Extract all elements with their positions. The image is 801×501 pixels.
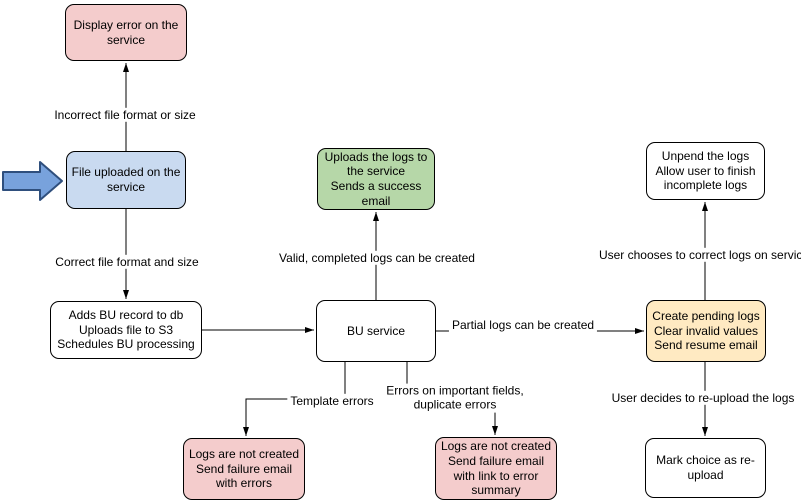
node-create-pending-logs: Create pending logs Clear invalid values… [646, 300, 766, 362]
edge-label-user-chooses: User chooses to correct logs on service [595, 247, 801, 263]
node-bu-service: BU service [316, 300, 436, 362]
edge-label-valid-completed: Valid, completed logs can be created [276, 250, 478, 266]
edge-label-partial-logs: Partial logs can be created [448, 317, 598, 333]
node-file-uploaded: File uploaded on the service [66, 151, 186, 209]
node-uploads-logs-success: Uploads the logs to the service Sends a … [317, 148, 435, 210]
node-unpend-logs: Unpend the logs Allow user to finish inc… [646, 142, 765, 200]
node-display-error: Display error on the service [65, 4, 187, 61]
edge-label-incorrect-format: Incorrect file format or size [51, 107, 199, 123]
node-mark-choice-reupload: Mark choice as re-upload [645, 438, 766, 498]
edge-label-important-fields: Errors on important fields, duplicate er… [383, 383, 527, 413]
input-arrow-icon [2, 161, 63, 201]
edge-label-correct-format: Correct file format and size [52, 254, 202, 270]
node-logs-not-created-errors: Logs are not created Send failure email … [183, 438, 305, 500]
node-logs-not-created-summary: Logs are not created Send failure email … [435, 437, 557, 500]
edge-label-template-errors: Template errors [287, 393, 377, 409]
edge-label-user-decides: User decides to re-upload the logs [608, 390, 798, 406]
node-adds-bu-record: Adds BU record to db Uploads file to S3 … [50, 301, 202, 359]
